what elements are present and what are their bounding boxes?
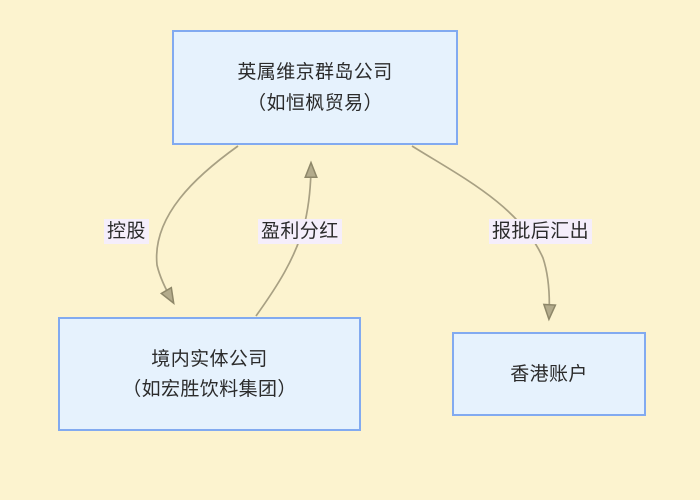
domestic-entity-node-line-1: 境内实体公司	[151, 347, 268, 370]
edge-label-holding: 控股	[104, 219, 149, 245]
bvi-company-node-line-2: （如恒枫贸易）	[247, 91, 383, 114]
hongkong-account-node[interactable]: 香港账户	[452, 332, 646, 416]
edge-holding-path	[155, 145, 239, 302]
edge-label-remit: 报批后汇出	[489, 219, 593, 245]
bvi-company-node-line-1: 英属维京群岛公司	[237, 61, 393, 84]
domestic-entity-node[interactable]: 境内实体公司 （如宏胜饮料集团）	[58, 317, 361, 431]
hongkong-account-node-line-1: 香港账户	[510, 362, 588, 385]
domestic-entity-node-line-2: （如宏胜饮料集团）	[122, 378, 297, 400]
bvi-company-node[interactable]: 英属维京群岛公司 （如恒枫贸易）	[172, 30, 458, 145]
edge-label-dividend: 盈利分红	[258, 219, 342, 245]
